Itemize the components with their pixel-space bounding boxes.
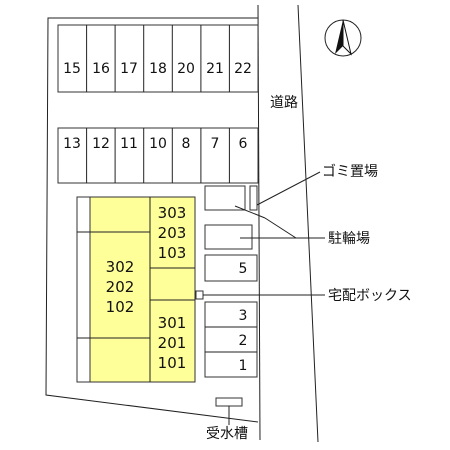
parking-space-10: 10: [149, 136, 167, 152]
bike-callout-line-b: [264, 217, 297, 239]
unit-203: 203: [158, 224, 187, 242]
parking-space-8: 8: [182, 136, 191, 152]
parking-space-2: 2: [239, 333, 248, 349]
parking-right-stack: [204, 301, 258, 378]
property-boundary: [45, 17, 259, 423]
water-tank-label: 受水槽: [206, 426, 248, 442]
parking-row-upper: 15 16 17 18 20 21 22: [57, 24, 259, 93]
road-label: 道路: [270, 95, 298, 111]
garbage-label: ゴミ置場: [322, 163, 378, 180]
garbage-box: [249, 185, 258, 211]
north-arrow-icon: [324, 19, 362, 57]
parking-space-5-frame: [204, 254, 258, 282]
parking-space-20: 20: [177, 61, 195, 77]
garbage-callout-line: [256, 171, 321, 206]
parking-space-17: 17: [120, 61, 138, 77]
parking-space-18: 18: [149, 61, 167, 77]
parking-row-upper-frame: [57, 24, 259, 93]
parking-space-13: 13: [63, 136, 81, 152]
bike-callout-line-a: [234, 205, 266, 219]
apartment-building: [89, 196, 196, 383]
delivery-box-label: 宅配ボックス: [328, 288, 412, 304]
parking-space-5: 5: [239, 261, 248, 277]
parking-row-lower-frame: [57, 127, 259, 184]
unit-202: 202: [106, 278, 135, 296]
parking-space-6: 6: [239, 136, 248, 152]
parking-space-3: 3: [239, 308, 248, 324]
unit-103: 103: [158, 244, 187, 262]
unit-102: 102: [106, 298, 135, 316]
parking-space-11: 11: [120, 136, 138, 152]
road-edge-right: [297, 4, 319, 443]
water-tank: [215, 397, 243, 407]
bike-label: 駐輪場: [328, 230, 370, 247]
unit-301: 301: [158, 314, 187, 332]
delivery-box: [195, 290, 204, 300]
building-balcony-strip: [76, 196, 91, 383]
parking-row-lower: 13 12 11 10 8 7 6: [57, 127, 259, 184]
unit-201: 201: [158, 334, 187, 352]
parking-space-1: 1: [239, 358, 248, 374]
parking-space-15: 15: [63, 61, 81, 77]
parking-space-16: 16: [92, 61, 110, 77]
parking-space-22: 22: [234, 61, 252, 77]
unit-302: 302: [106, 258, 135, 276]
parking-space-12: 12: [92, 136, 110, 152]
bike-parking: [204, 224, 253, 250]
parking-space-7: 7: [211, 136, 220, 152]
garbage-area: [204, 185, 246, 211]
unit-101: 101: [158, 354, 187, 372]
parking-space-21: 21: [206, 61, 224, 77]
unit-303: 303: [158, 204, 187, 222]
